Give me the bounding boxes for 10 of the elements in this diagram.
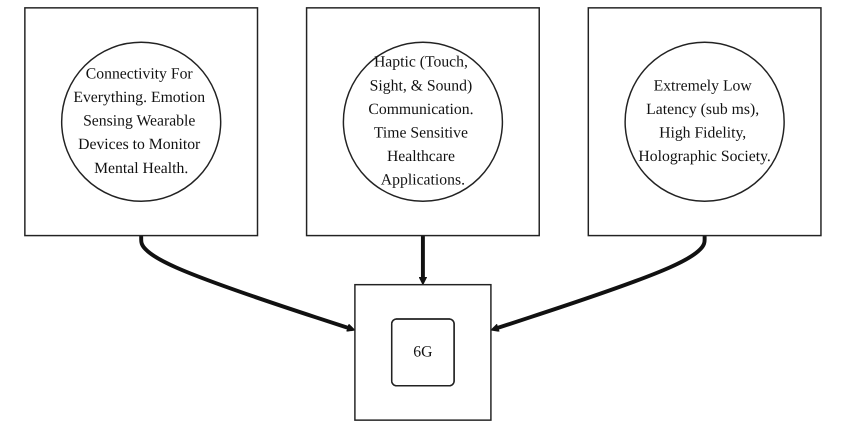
cluster xyxy=(354,284,492,421)
cluster xyxy=(24,7,258,236)
node-circle: Haptic (Touch, Sight, & Sound) Communication. Time Sensitive Healthcare Applications. xyxy=(342,41,503,202)
arrow xyxy=(418,236,427,286)
node-circle: Connectivity For Everything. Emotion Sensing Wearable Devices to Monitor Mental Health. xyxy=(60,41,222,202)
arrow xyxy=(490,236,706,332)
node-circle: Extremely Low Latency (sub ms), High Fidelity, Holographic Society. xyxy=(624,41,784,202)
arrow xyxy=(138,236,355,332)
cluster xyxy=(305,7,540,236)
cluster xyxy=(587,7,822,236)
